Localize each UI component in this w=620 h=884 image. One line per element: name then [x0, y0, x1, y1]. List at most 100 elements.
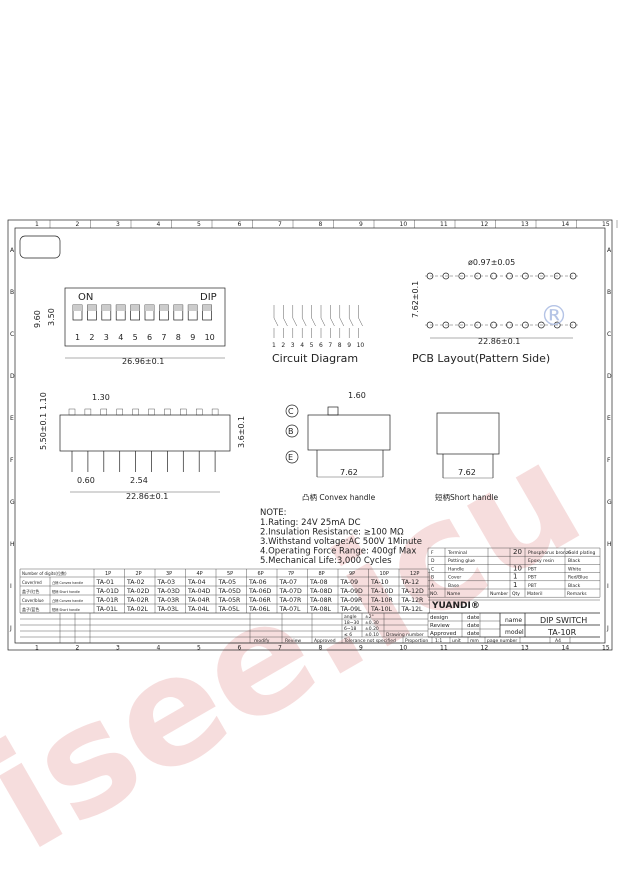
- part-remarks: Gold plating: [568, 550, 596, 556]
- tolerance-proportion: Proportion: [405, 638, 428, 644]
- tolerance-page-number: page number: [487, 638, 517, 644]
- parts-header-remarks: Remarks: [567, 591, 587, 597]
- revision-box: [19, 235, 61, 259]
- tolerance-scale: 1:1: [435, 638, 442, 644]
- part-qty: 20: [513, 548, 522, 556]
- part-qty: 10: [513, 564, 522, 572]
- dim-5: 2.54: [130, 476, 148, 485]
- title-block: YUANDI® design Review Approved date date…: [428, 601, 600, 638]
- grid-col-label: 12: [481, 645, 489, 652]
- circuit-number: 1: [272, 342, 276, 349]
- tolerance-angle: angle: [344, 614, 357, 620]
- grid-col-label: 13: [521, 645, 529, 652]
- column-header: 12P: [410, 571, 419, 577]
- model-cell: TA-03: [157, 579, 176, 586]
- grid-row-label: J: [606, 625, 609, 632]
- dim-1: 1.10: [39, 392, 48, 410]
- handle: [68, 408, 76, 416]
- dim-4: 0.60: [77, 476, 95, 485]
- tolerance-approved: Approved: [314, 638, 336, 644]
- circuit-switch: [283, 317, 288, 327]
- grid-row-label: A: [10, 247, 15, 254]
- part-no: A: [431, 583, 435, 589]
- grid-col-label: 4: [157, 221, 161, 228]
- switch-number: 5: [133, 333, 138, 342]
- part-name: Cover: [448, 575, 461, 581]
- model-cell: TA-10D: [370, 588, 394, 595]
- part-name: Base: [448, 583, 459, 589]
- grid-row-label: I: [607, 583, 609, 590]
- part-no: C: [431, 566, 434, 572]
- circuit-number: 5: [310, 342, 314, 349]
- column-header: 6P: [258, 571, 264, 577]
- part-material: PBT: [528, 575, 537, 581]
- parts-header-name: Name: [447, 591, 461, 597]
- switch-actuator: [87, 305, 97, 311]
- grid-col-label: 13: [521, 221, 529, 228]
- model-cell: TA-09D: [340, 588, 364, 595]
- model-cell: TA-06R: [248, 597, 272, 604]
- grid-col-label: 6: [238, 645, 242, 652]
- circuit-number: 7: [328, 342, 332, 349]
- model-cell: TA-05R: [218, 597, 242, 604]
- grid-col-label: 9: [359, 645, 363, 652]
- part-remarks: Black: [568, 558, 581, 564]
- grid-col-label: 10: [400, 645, 408, 652]
- circuit-switch: [292, 317, 297, 327]
- part-remarks: Red/Blue: [568, 575, 588, 581]
- tolerance-unit: unit: [452, 638, 461, 644]
- callout-b: B: [288, 427, 294, 436]
- model-cell: TA-04R: [187, 597, 211, 604]
- parts-header-no: NO.: [430, 591, 438, 597]
- grid-row-label: F: [10, 457, 14, 464]
- model-cell: TA-07D: [279, 588, 303, 595]
- grid-row-label: C: [10, 331, 14, 338]
- model-cell: TA-12: [401, 579, 420, 586]
- handle: [116, 408, 123, 416]
- circuit-number: 9: [347, 342, 351, 349]
- circuit-switch: [349, 317, 354, 327]
- grid-row-label: E: [10, 415, 14, 422]
- circuit-switch: [339, 317, 344, 327]
- switch-number: 1: [75, 333, 80, 342]
- tolerance-tol: Tolerance not specified: [343, 638, 396, 644]
- switch-number: 9: [190, 333, 195, 342]
- grid-col-label: 15: [602, 221, 610, 228]
- grid-col-label: 5: [197, 221, 201, 228]
- column-header: 1P: [105, 571, 111, 577]
- grid-col-label: 8: [319, 645, 323, 652]
- short-dim-pitch: 7.62: [458, 468, 476, 477]
- handle: [148, 408, 155, 416]
- model-cell: TA-01L: [96, 606, 119, 613]
- dim-6: 22.86±0.1: [126, 492, 168, 501]
- model-cell: TA-03L: [157, 606, 180, 613]
- part-remarks: Black: [568, 583, 581, 589]
- short-handle-view: 7.62 短柄Short handle: [435, 412, 500, 502]
- dip-label: DIP: [200, 292, 217, 303]
- grid-col-label: 11: [440, 221, 448, 228]
- tolerance-modify: modify: [254, 638, 270, 644]
- grid-col-label: 5: [197, 645, 201, 652]
- grid-col-label: 3: [116, 645, 120, 652]
- grid-col-label: 10: [400, 221, 408, 228]
- note-item: 1.Rating: 24V 25mA DC: [260, 518, 361, 528]
- notes-title: NOTE:: [260, 508, 286, 518]
- tolerance-r2v: ±0.20: [365, 626, 379, 632]
- handle: [164, 408, 171, 416]
- dim-top: 1.60: [348, 391, 366, 400]
- switch-number: 4: [118, 333, 123, 342]
- handle: [132, 408, 139, 416]
- model-cell: TA-08D: [309, 588, 333, 595]
- grid-col-label: 14: [562, 645, 570, 652]
- pcb-label: PCB Layout(Pattern Side): [412, 352, 550, 365]
- tolerance-r1v: ±0.30: [365, 620, 379, 626]
- tolerance-r3v: ±0.10: [365, 632, 379, 638]
- dim-width: 26.96±0.1: [122, 357, 164, 366]
- grid-row-label: B: [607, 289, 611, 296]
- model-cell: TA-08R: [309, 597, 333, 604]
- tolerance-review: Review: [285, 638, 301, 644]
- switch-actuator: [202, 305, 212, 311]
- part-remarks: White: [568, 566, 581, 572]
